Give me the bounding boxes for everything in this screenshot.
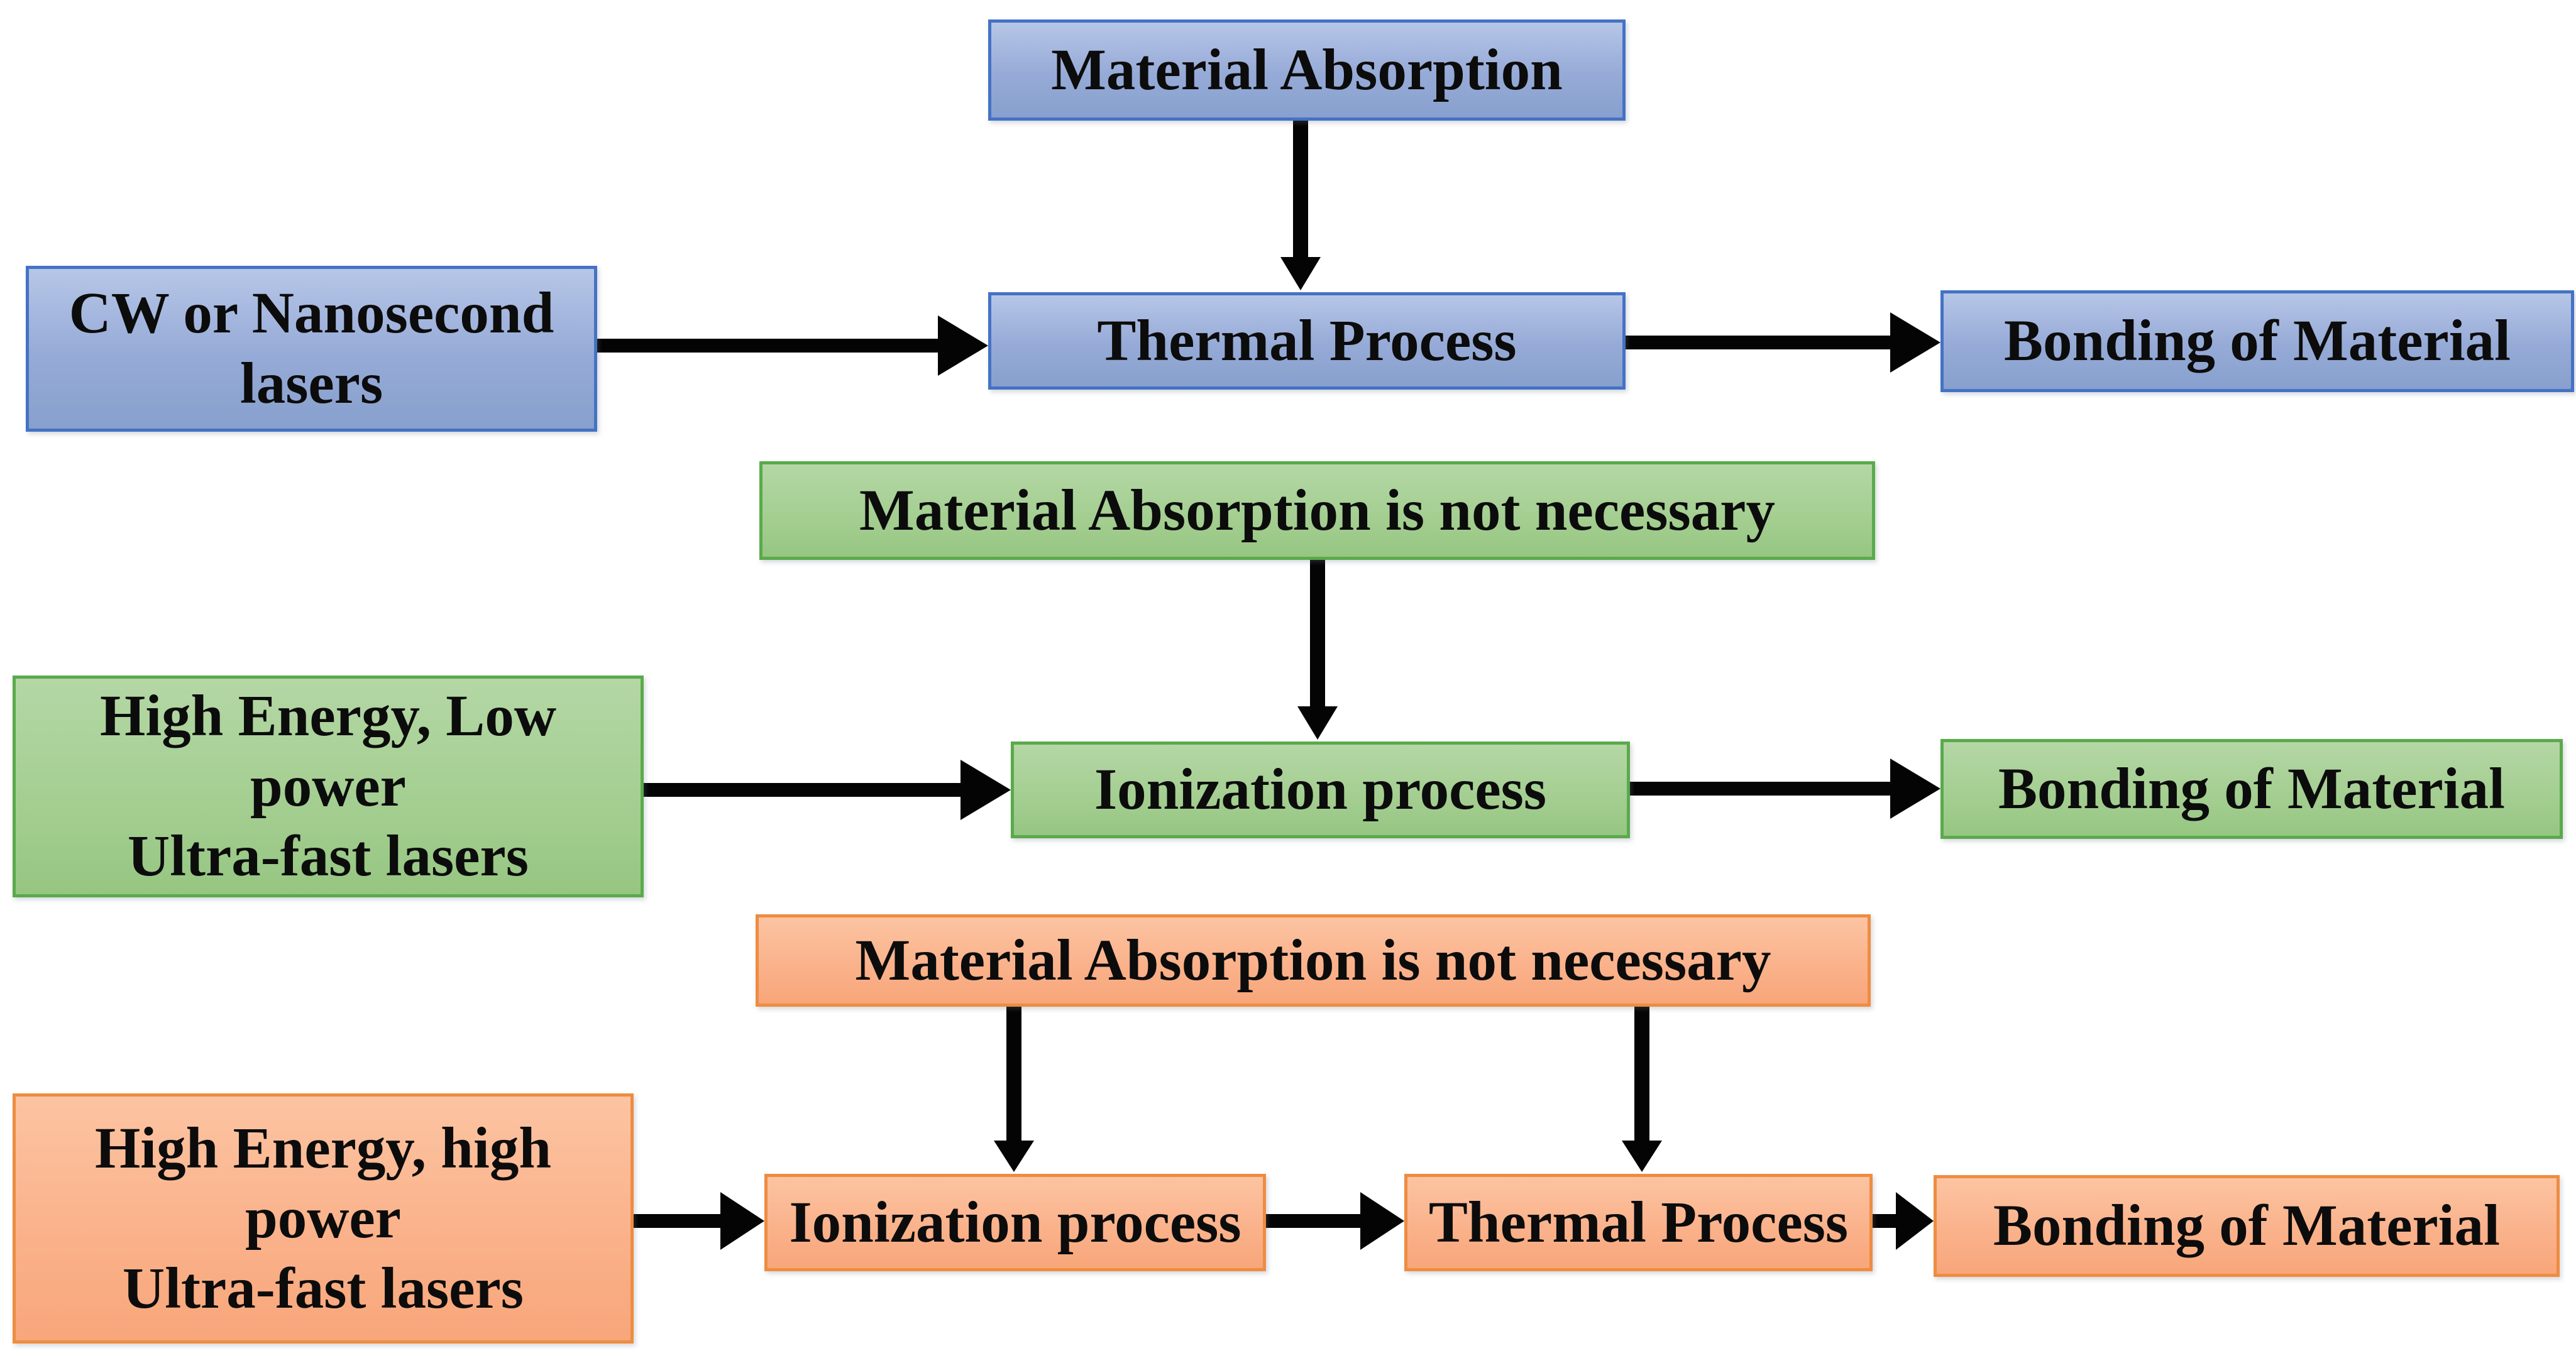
box-absorption-not-necessary-green: Material Absorption is not necessary [759,461,1875,560]
arrow-absorption-not-necessary-to-ionization-green [1297,560,1338,740]
arrow-material-absorption-to-thermal-process [1280,121,1321,290]
box-thermal-process-orange-label: Thermal Process [1428,1190,1849,1255]
box-cw-or-nanosecond-lasers: CW or Nanosecond lasers [26,266,597,432]
box-bonding-of-material-blue-label: Bonding of Material [2004,309,2511,374]
box-high-energy-high-power-lasers-label: High Energy, high power Ultra-fast laser… [94,1115,552,1321]
box-thermal-process-blue: Thermal Process [988,292,1626,390]
arrow-thermal-orange-to-bonding-orange [1873,1192,1934,1250]
arrow-high-high-lasers-to-ionization-orange [634,1192,764,1250]
arrow-ionization-green-to-bonding-green [1630,758,1940,819]
arrow-absorption-not-necessary-to-ionization-orange [994,1007,1034,1172]
box-material-absorption-label: Material Absorption [1051,37,1563,102]
box-ionization-process-orange-label: Ionization process [789,1190,1241,1255]
box-bonding-of-material-orange-label: Bonding of Material [1993,1193,2500,1259]
arrow-thermal-process-to-bonding-blue [1626,312,1940,373]
arrow-absorption-not-necessary-to-thermal-orange [1622,1007,1662,1172]
box-absorption-not-necessary-green-label: Material Absorption is not necessary [859,478,1775,543]
arrow-ionization-orange-to-thermal-orange [1266,1192,1404,1250]
box-ionization-process-green-label: Ionization process [1094,757,1547,823]
box-thermal-process-orange: Thermal Process [1404,1174,1873,1271]
box-thermal-process-blue-label: Thermal Process [1097,308,1517,373]
arrow-cw-lasers-to-thermal-process [597,315,988,376]
box-bonding-of-material-green-label: Bonding of Material [1998,756,2505,821]
box-material-absorption: Material Absorption [988,19,1626,121]
box-ionization-process-green: Ionization process [1011,742,1630,838]
box-cw-or-nanosecond-lasers-label: CW or Nanosecond lasers [69,281,554,416]
box-high-energy-low-power-lasers: High Energy, Low power Ultra-fast lasers [13,676,644,897]
box-bonding-of-material-orange: Bonding of Material [1934,1175,2560,1277]
box-absorption-not-necessary-orange: Material Absorption is not necessary [756,914,1871,1007]
box-high-energy-high-power-lasers: High Energy, high power Ultra-fast laser… [13,1093,634,1344]
box-ionization-process-orange: Ionization process [764,1174,1266,1271]
box-bonding-of-material-blue: Bonding of Material [1940,290,2574,392]
box-high-energy-low-power-lasers-label: High Energy, Low power Ultra-fast lasers [99,684,557,889]
box-bonding-of-material-green: Bonding of Material [1940,739,2563,839]
arrow-high-low-lasers-to-ionization-green [644,760,1011,820]
box-absorption-not-necessary-orange-label: Material Absorption is not necessary [855,928,1771,993]
